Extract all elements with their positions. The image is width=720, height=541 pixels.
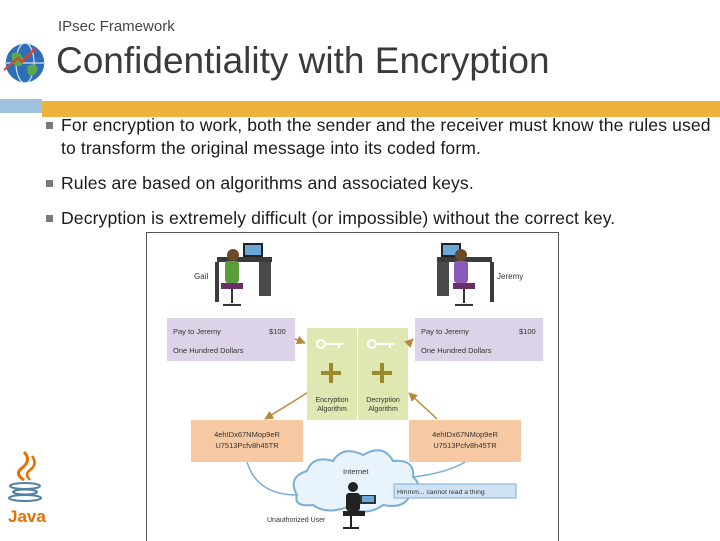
network-link: [246, 461, 298, 496]
plaintext-amount: $100: [269, 327, 286, 336]
sender-workstation-icon: [215, 243, 272, 306]
globe-logo-icon: [3, 42, 46, 84]
sender-name: Gail: [194, 272, 208, 281]
plaintext-box-receiver: [415, 318, 543, 361]
receiver-workstation-icon: [437, 243, 494, 306]
encryption-diagram: Gail Jeremy Pay to Jeremy $100 One Hundr…: [146, 232, 559, 541]
attacker-message-box: [393, 483, 517, 499]
bullet-marker-icon: [46, 122, 53, 129]
presentation-section: IPsec Framework: [58, 18, 175, 35]
network-link: [412, 461, 466, 478]
attacker-message: Hmmm... cannot read a thing: [397, 489, 485, 496]
encryption-label: Encryption: [315, 397, 348, 404]
plus-icon: [321, 363, 341, 383]
ciphertext-line1: 4ehIDx67NMop9eR: [214, 430, 280, 439]
ciphertext-line1: 4ehIDx67NMop9eR: [432, 430, 498, 439]
bullet-item: For encryption to work, both the sender …: [46, 114, 718, 160]
bullet-item: Decryption is extremely difficult (or im…: [46, 207, 718, 230]
flow-arrow: [294, 335, 306, 345]
decryption-label-2: Algorithm: [368, 406, 398, 413]
plaintext-amount: $100: [519, 327, 536, 336]
plaintext-line1: Pay to Jeremy: [421, 327, 469, 336]
plaintext-box-sender: [167, 318, 295, 361]
bullet-item: Rules are based on algorithms and associ…: [46, 172, 718, 195]
svg-text:Java: Java: [8, 507, 46, 526]
decryption-label: Decryption: [366, 397, 400, 404]
internet-label: Internet: [343, 467, 369, 476]
java-logo-icon: Java: [8, 450, 46, 526]
unauthorized-user-label: Unauthorized User: [267, 517, 326, 524]
slide-title: Confidentiality with Encryption: [56, 40, 550, 81]
key-icon: [316, 339, 343, 349]
plaintext-line1: Pay to Jeremy: [173, 327, 221, 336]
ciphertext-box-sender: [191, 420, 303, 462]
plaintext-line2: One Hundred Dollars: [173, 346, 244, 355]
plus-icon: [372, 363, 392, 383]
title-underline-orange: [42, 101, 720, 117]
receiver-name: Jeremy: [497, 272, 523, 281]
ciphertext-box-receiver: [409, 420, 521, 462]
unauthorized-user-icon: [343, 482, 376, 529]
bullet-marker-icon: [46, 215, 53, 222]
flow-arrow: [264, 392, 308, 420]
ciphertext-line2: U7513Pcfv8h45TR: [433, 441, 497, 450]
bullet-list: For encryption to work, both the sender …: [46, 114, 718, 230]
ciphertext-line2: U7513Pcfv8h45TR: [215, 441, 279, 450]
key-icon: [367, 339, 394, 349]
flow-arrow: [404, 338, 414, 348]
flow-arrow: [408, 392, 438, 420]
title-underline-blue: [0, 99, 42, 113]
plaintext-line2: One Hundred Dollars: [421, 346, 492, 355]
encryption-label-2: Algorithm: [317, 406, 347, 413]
bullet-marker-icon: [46, 180, 53, 187]
